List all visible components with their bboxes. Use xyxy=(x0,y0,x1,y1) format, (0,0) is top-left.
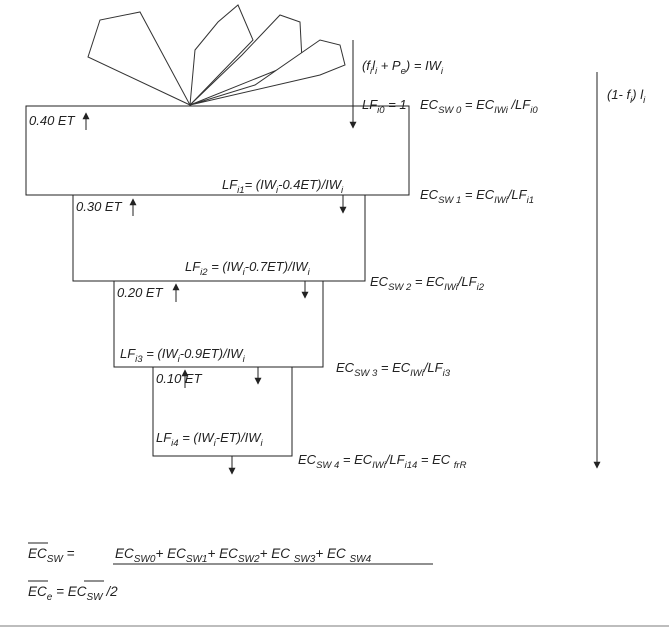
ec-e-equation: ECe = ECSW /2 xyxy=(28,584,118,603)
total-inflow-label: (fili + Pe) = IWi xyxy=(362,58,444,77)
et-label-1: 0.30 ET xyxy=(76,199,123,214)
lf-label-1: LFi1= (IWi-0.4ET)/IWi xyxy=(222,177,344,196)
ec-label-3: ECSW 3 = ECIWi/LFi3 xyxy=(336,360,451,379)
lf-label-3: LFi3 = (IWi-0.9ET)/IWi xyxy=(120,346,246,365)
mean-ec-formula: ECSW = ECSW0+ ECSW1+ ECSW2+ EC SW3+ EC S… xyxy=(28,543,433,565)
ec-label-0: ECSW 0 = ECIWi /LFi0 xyxy=(420,97,538,116)
et-label-2: 0.20 ET xyxy=(117,285,164,300)
ec-label-2: ECSW 2 = ECIWi/LFi2 xyxy=(370,274,485,293)
lf-label-2: LFi2 = (IWi-0.7ET)/IWi xyxy=(185,259,311,278)
mean-ec-numerator: ECSW0+ ECSW1+ ECSW2+ EC SW3+ EC SW4 xyxy=(115,546,372,565)
ec-e-formula: ECe = ECSW /2 xyxy=(28,581,118,603)
lf-label-0: LFi0 = 1 xyxy=(362,97,407,116)
lf-label-4: LFi4 = (IWi-ET)/IWi xyxy=(156,430,264,449)
mean-ec-lhs: ECSW = xyxy=(28,546,75,565)
ec-label-1: ECSW 1 = ECIWi/LFi1 xyxy=(420,187,534,206)
et-label-0: 0.40 ET xyxy=(29,113,76,128)
plant-icon xyxy=(88,5,345,105)
leaf-left xyxy=(88,12,190,105)
layer-0-box xyxy=(26,106,409,195)
et-label-3: 0.10 ET xyxy=(156,371,203,386)
ec-label-4: ECSW 4 = ECIWi/LFi14 = EC frR xyxy=(298,452,467,471)
drainage-flux-label: (1- fi) li xyxy=(607,87,646,106)
